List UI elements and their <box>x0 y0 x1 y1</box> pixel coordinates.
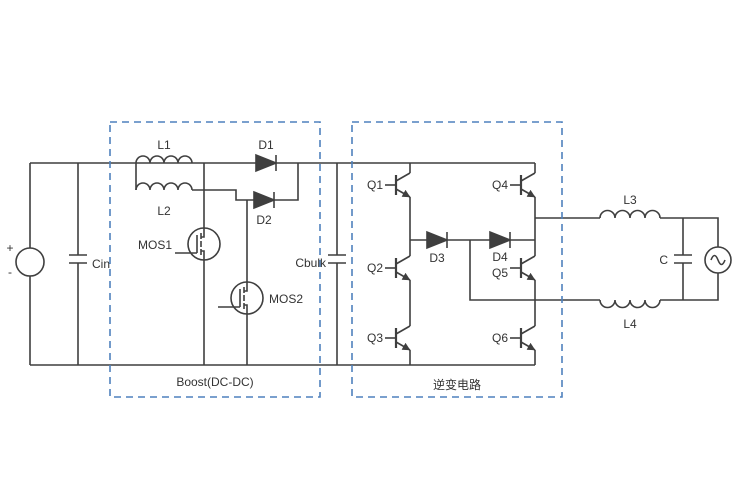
cbulk-label: Cbulk <box>295 256 327 270</box>
wire-out-bottom-l4 <box>535 273 719 301</box>
igbt-q1-collector <box>395 172 411 182</box>
igbt-q4-emitter <box>520 188 536 198</box>
mosfet-mos1-gate <box>175 235 198 254</box>
igbt-q3 <box>385 325 411 351</box>
igbt-q5-collector <box>520 255 536 265</box>
igbt-q6-emitter <box>520 341 536 351</box>
capacitor-cbulk <box>328 254 346 264</box>
q3-label: Q3 <box>367 331 383 345</box>
cout-label: C <box>659 253 668 267</box>
l3-label: L3 <box>623 193 637 207</box>
boost-box <box>109 121 321 398</box>
d2-label: D2 <box>256 213 272 227</box>
diode-d2 <box>253 190 277 210</box>
igbt-q3-emitter <box>395 341 411 351</box>
inductor-l1 <box>135 155 193 164</box>
inverter-box <box>351 121 563 398</box>
igbt-q2-emitter <box>395 271 411 281</box>
capacitor-cout-plates <box>674 254 692 264</box>
dc-source <box>15 247 45 277</box>
mos1-label: MOS1 <box>138 238 172 252</box>
diode-d4-triangle <box>489 230 513 250</box>
q2-label: Q2 <box>367 261 383 275</box>
capacitor-cin-plates <box>69 254 87 264</box>
d3-label: D3 <box>429 251 445 265</box>
diode-d4 <box>489 230 513 250</box>
dc-minus-label: - <box>8 265 12 279</box>
diode-d1-triangle <box>255 153 279 173</box>
igbt-q5 <box>510 255 536 281</box>
inductor-l4 <box>599 299 661 309</box>
components <box>15 153 732 351</box>
mosfet-mos2 <box>218 281 264 315</box>
igbt-q6 <box>510 325 536 351</box>
cin-label: Cin <box>92 257 110 271</box>
igbt-q4-collector <box>520 172 536 182</box>
q5-label: Q5 <box>492 266 508 280</box>
d4-label: D4 <box>492 250 508 264</box>
ac-sine-icon <box>710 254 726 266</box>
mosfet-mos1-ds <box>201 228 205 260</box>
capacitor-cin <box>69 254 87 264</box>
capacitor-cout <box>674 254 692 264</box>
igbt-q6-collector <box>520 325 536 335</box>
igbt-q1 <box>385 172 411 198</box>
labels: + - Cin L1 L2 D1 D2 MOS1 MOS2 Cbulk Boos… <box>6 138 668 392</box>
mosfet-mos1 <box>175 227 221 261</box>
l1-label: L1 <box>157 138 171 152</box>
diode-d3-triangle <box>426 230 450 250</box>
d1-label: D1 <box>258 138 274 152</box>
l2-label: L2 <box>157 204 171 218</box>
wire-d3d4-junction-drop <box>469 240 535 301</box>
inductor-l3 <box>599 209 661 219</box>
mosfet-mos2-ds <box>244 282 248 314</box>
ac-source-circle <box>704 246 732 274</box>
capacitor-cbulk-plates <box>328 254 346 264</box>
inverter-box-label: 逆变电路 <box>433 377 481 392</box>
q4-label: Q4 <box>492 178 508 192</box>
igbt-q5-emitter <box>520 271 536 281</box>
boost-box-label: Boost(DC-DC) <box>176 375 253 389</box>
diode-d1 <box>255 153 279 173</box>
diode-d3 <box>426 230 450 250</box>
wires <box>29 162 719 366</box>
q6-label: Q6 <box>492 331 508 345</box>
mos2-label: MOS2 <box>269 292 303 306</box>
l4-label: L4 <box>623 317 637 331</box>
inductor-l2 <box>135 182 193 191</box>
q1-label: Q1 <box>367 178 383 192</box>
wire-l2-to-d2 <box>192 163 299 201</box>
mosfet-mos2-gate <box>218 289 241 308</box>
ac-source <box>704 246 732 274</box>
dc-plus-label: + <box>6 241 13 255</box>
dc-source-circle <box>15 247 45 277</box>
igbt-q3-collector <box>395 325 411 335</box>
diode-d2-triangle <box>253 190 277 210</box>
igbt-q2-collector <box>395 255 411 265</box>
igbt-q1-emitter <box>395 188 411 198</box>
igbt-q4 <box>510 172 536 198</box>
wire-out-top-l3 <box>535 217 719 247</box>
stage-boxes <box>109 121 563 398</box>
igbt-q2 <box>385 255 411 281</box>
